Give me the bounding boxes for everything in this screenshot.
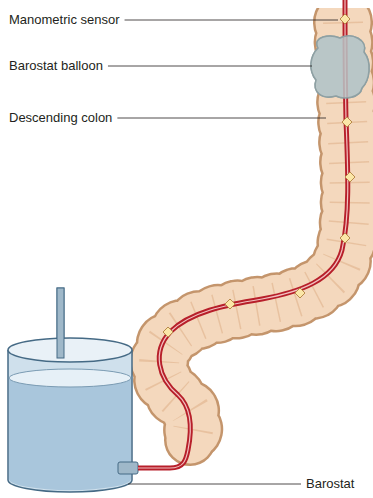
part-label: Barostat balloon [8,58,104,74]
part-label: Barostat [305,476,355,492]
fluid-surface [9,369,131,387]
crop [300,0,373,8]
barostat-balloon [311,36,369,98]
part-label: Manometric sensor [8,12,121,28]
manometric-sensors [163,14,355,337]
barostat-balloon-front [311,36,369,98]
piston-rod-top [57,288,64,358]
part-label: Descending colon [8,110,113,126]
leader-line [117,118,326,119]
leader-line [125,20,338,21]
leader-line [108,66,312,67]
barostat-fluid [9,378,131,490]
cylinder-top [8,338,132,362]
barostat-cylinder [8,350,132,492]
leader-line [128,484,301,485]
barostat-port [118,462,138,474]
